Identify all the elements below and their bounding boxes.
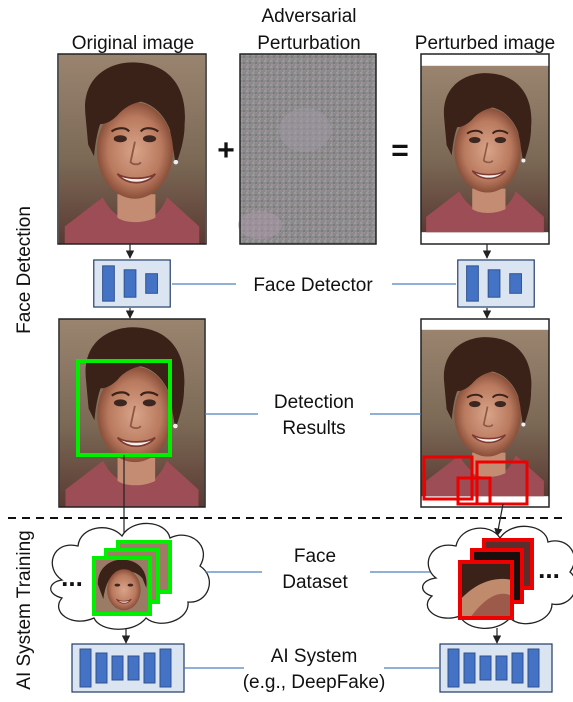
clean-face-crop bbox=[92, 556, 152, 616]
ai-system-line2: (e.g., DeepFake) bbox=[243, 672, 386, 693]
face-dataset-line2: Dataset bbox=[282, 572, 348, 593]
adversarial-perturbation-image bbox=[238, 53, 377, 245]
wrong-bounding-box-3 bbox=[475, 460, 529, 506]
equals-operator: = bbox=[391, 134, 409, 167]
wrong-bounding-box-2 bbox=[456, 476, 492, 506]
face-detector-network-right bbox=[457, 259, 535, 308]
detection-results-line2: Results bbox=[282, 418, 345, 439]
ai-system-training-section-label: AI System Training bbox=[14, 530, 35, 689]
dataset-ellipsis-left: ... bbox=[61, 562, 83, 592]
dataset-ellipsis-right: ... bbox=[538, 554, 560, 584]
detection-result-original bbox=[58, 318, 206, 508]
perturbation-title-line2: Perturbation bbox=[257, 33, 361, 54]
perturbed-image bbox=[420, 53, 550, 245]
face-detection-section-label: Face Detection bbox=[14, 206, 35, 334]
face-dataset-line1: Face bbox=[294, 546, 336, 567]
ai-system-line1: AI System bbox=[271, 646, 358, 667]
ai-system-network-left bbox=[71, 643, 185, 693]
clean-face-dataset-stack bbox=[92, 540, 172, 616]
corrupted-face-dataset-stack bbox=[458, 538, 534, 620]
face-detector-network-left bbox=[93, 259, 171, 308]
face-detector-label: Face Detector bbox=[253, 275, 373, 296]
ai-system-network-right bbox=[439, 643, 553, 693]
perturbed-image-title: Perturbed image bbox=[415, 33, 555, 54]
corrupted-face-crop bbox=[458, 560, 514, 620]
plus-operator: + bbox=[217, 134, 235, 167]
arrow-result-to-dataset-right bbox=[494, 503, 504, 537]
original-image bbox=[57, 53, 207, 245]
perturbation-title-line1: Adversarial bbox=[261, 6, 356, 27]
original-image-title: Original image bbox=[72, 33, 195, 54]
detection-result-perturbed bbox=[420, 318, 550, 508]
detection-results-line1: Detection bbox=[274, 392, 354, 413]
